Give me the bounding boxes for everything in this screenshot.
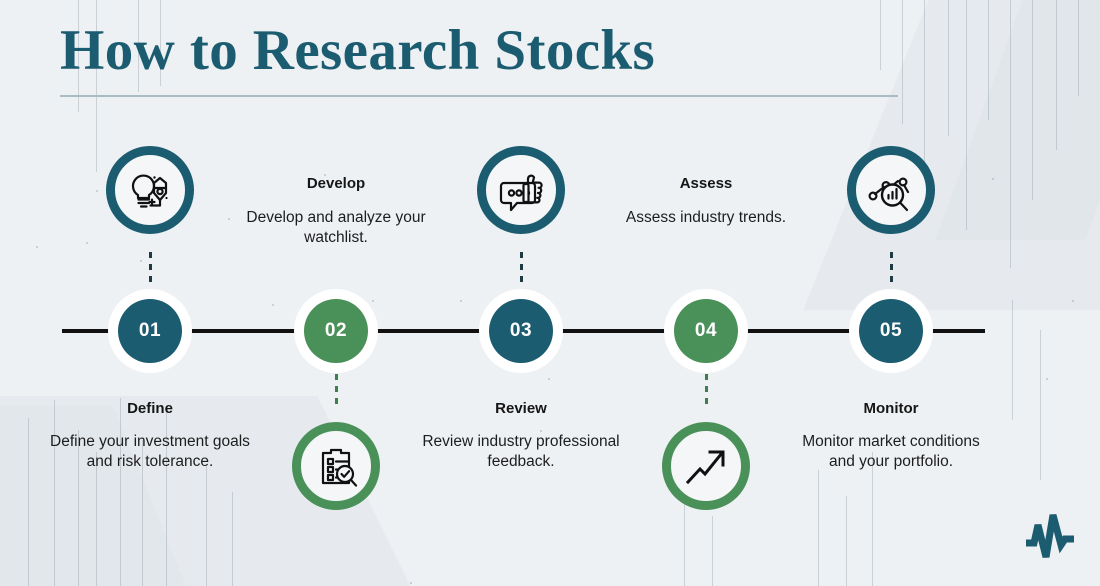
background-line (1078, 0, 1079, 96)
background-line (880, 0, 881, 70)
background-line (1032, 0, 1033, 200)
step-number-badge: 01 (118, 299, 182, 363)
step-description-05: Monitor market conditions and your portf… (802, 433, 980, 470)
background-line (120, 398, 121, 586)
background-diagonal-top-right-2 (935, 0, 1100, 240)
background-line (846, 496, 847, 586)
background-dot (96, 190, 98, 192)
step-node-04[interactable]: 04 (664, 289, 748, 373)
background-line (818, 470, 819, 586)
step-connector-dashed (334, 374, 338, 410)
step-title-01: Define (127, 400, 173, 417)
background-dot (272, 304, 274, 306)
trending-up-arrow-icon (662, 422, 750, 510)
page-title: How to Research Stocks (60, 19, 656, 82)
background-line (924, 0, 925, 170)
background-line (684, 496, 685, 586)
lightbulb-pen-icon (106, 146, 194, 234)
step-node-02[interactable]: 02 (294, 289, 378, 373)
step-node-05[interactable]: 05 (849, 289, 933, 373)
background-line (872, 452, 873, 586)
background-dot (140, 260, 142, 262)
step-connector-dashed (889, 252, 893, 288)
step-title-02: Develop (306, 175, 366, 192)
speech-bubble-thumbsup-icon (477, 146, 565, 234)
marketbeat-pulse-logo (1022, 509, 1078, 570)
background-diagonal-top-right (803, 0, 1100, 310)
step-number-badge: 02 (304, 299, 368, 363)
background-line (902, 0, 903, 124)
background-dot (36, 246, 38, 248)
background-line (1010, 0, 1011, 268)
background-line (966, 0, 967, 230)
background-line (1012, 300, 1013, 420)
background-line (1040, 330, 1041, 480)
step-description-03: Review industry professional feedback. (422, 433, 620, 470)
background-dot (548, 378, 550, 380)
step-title-03: Review (495, 400, 547, 417)
step-title-04: Assess (679, 175, 733, 192)
background-line (206, 466, 207, 586)
background-line (948, 0, 949, 136)
background-dot (1072, 300, 1074, 302)
network-magnifier-chart-icon (847, 146, 935, 234)
background-dot (992, 178, 994, 180)
background-dot (86, 242, 88, 244)
background-line (232, 492, 233, 586)
background-dot (228, 218, 230, 220)
background-dot (410, 582, 412, 584)
step-description-01: Define your investment goals and risk to… (50, 433, 250, 470)
step-node-03[interactable]: 03 (479, 289, 563, 373)
background-line (988, 0, 989, 120)
background-dot (1046, 378, 1048, 380)
background-line (28, 418, 29, 586)
background-dot (372, 300, 374, 302)
background-line (96, 452, 97, 586)
step-number-badge: 04 (674, 299, 738, 363)
background-dot (460, 300, 462, 302)
background-line (54, 400, 55, 586)
step-connector-dashed (704, 374, 708, 410)
background-diagonal-bottom-left (0, 396, 523, 586)
step-description-04: Assess industry trends. (625, 209, 787, 226)
clipboard-search-icon (292, 422, 380, 510)
step-description-02: Develop and analyze your watchlist. (246, 209, 426, 246)
step-connector-dashed (519, 252, 523, 288)
step-number-badge: 03 (489, 299, 553, 363)
step-connector-dashed (148, 252, 152, 288)
background-line (1056, 0, 1057, 150)
step-node-01[interactable]: 01 (108, 289, 192, 373)
step-title-05: Monitor (863, 400, 919, 417)
title-divider (60, 95, 898, 97)
step-number-badge: 05 (859, 299, 923, 363)
background-line (712, 516, 713, 586)
